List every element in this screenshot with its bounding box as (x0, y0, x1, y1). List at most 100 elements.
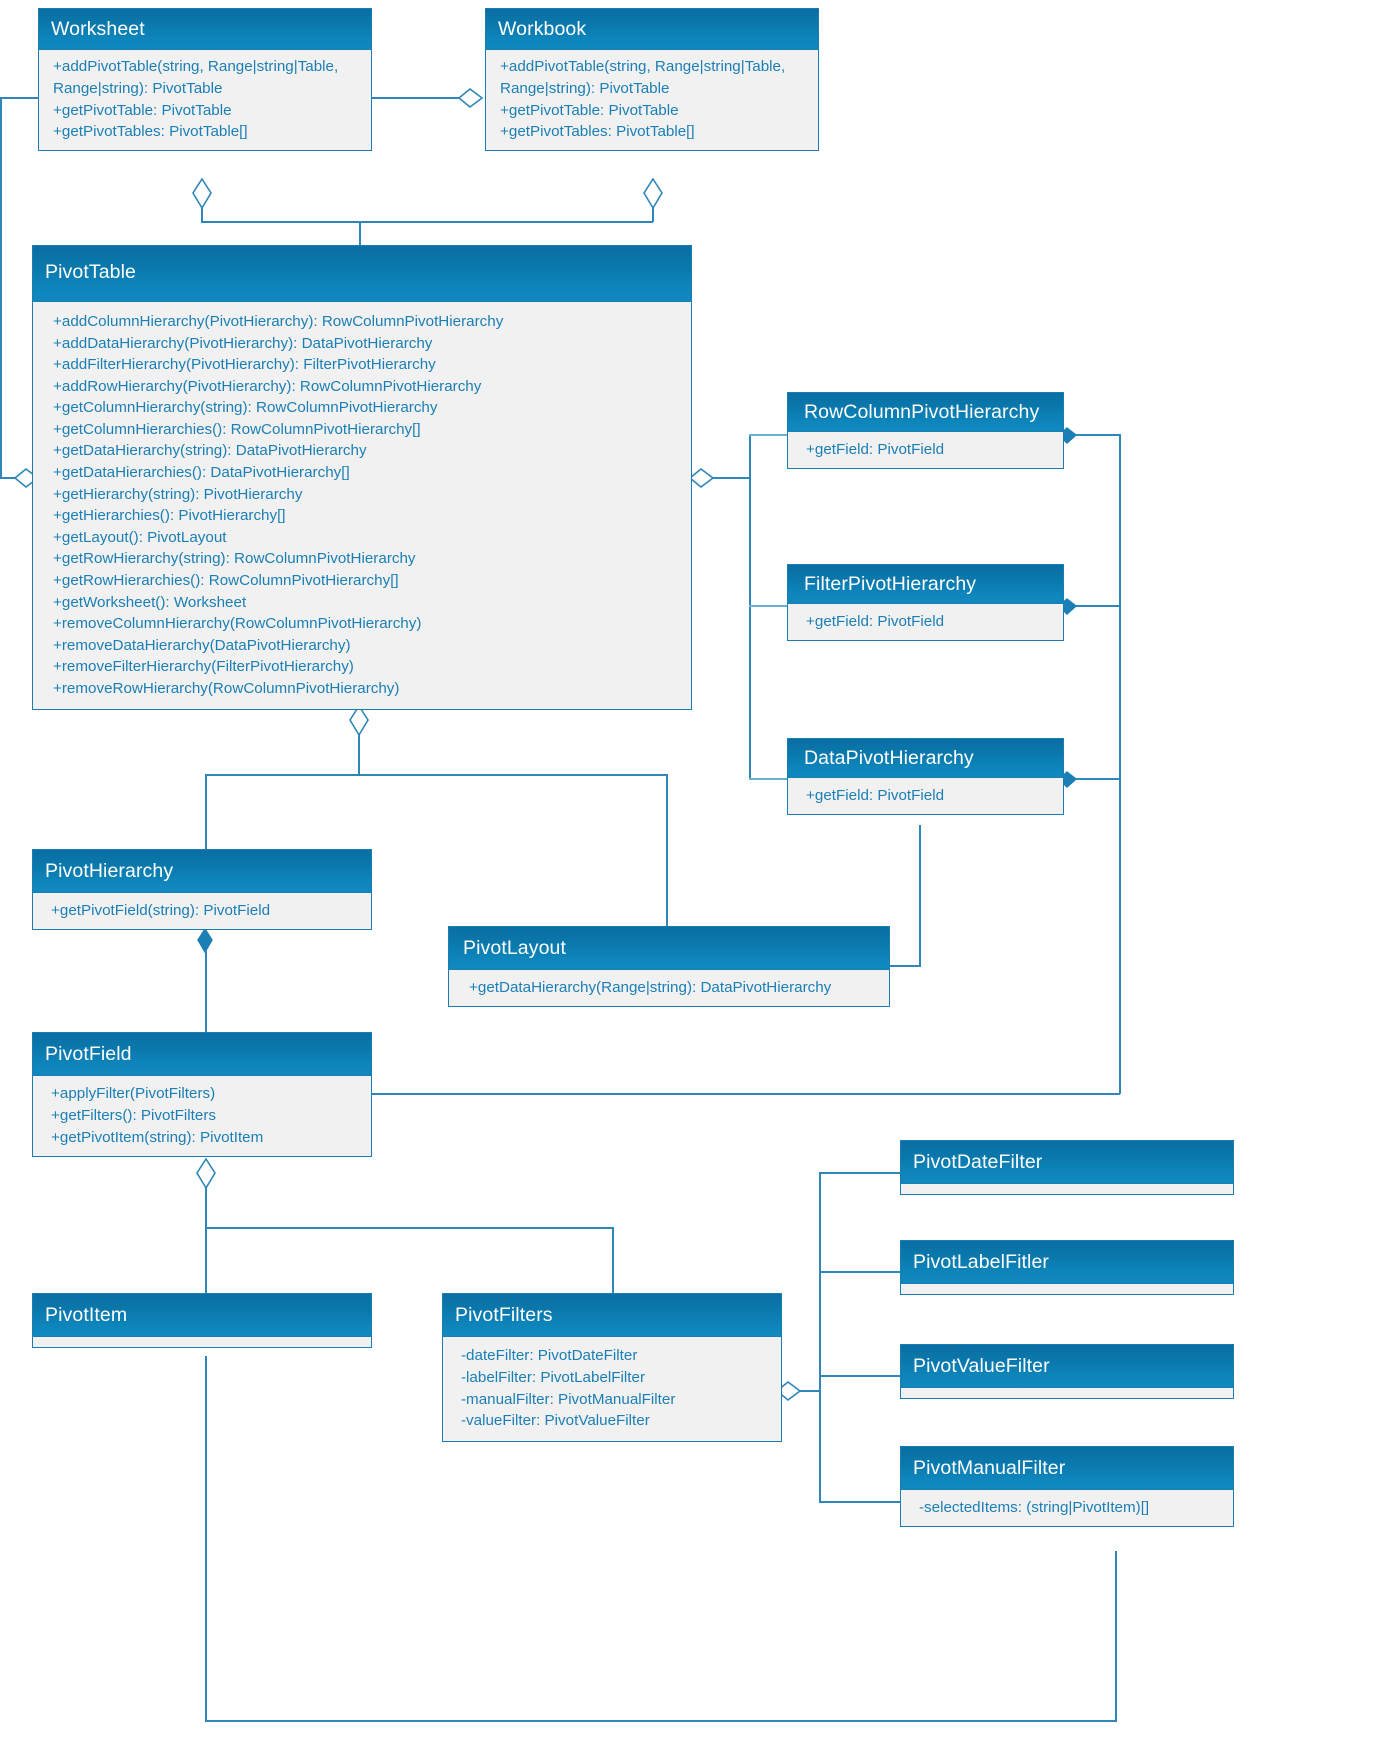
member: +removeRowHierarchy(RowColumnPivotHierar… (53, 679, 400, 697)
aggregation-diamond-workbook-bottom (643, 177, 663, 210)
connector-to-valuefilter (819, 1375, 901, 1377)
member: -selectedItems: (string|PivotItem)[] (919, 1499, 1150, 1517)
member: -labelFilter: PivotLabelFilter (461, 1369, 646, 1387)
member: +getHierarchies(): PivotHierarchy[] (53, 507, 286, 525)
member: +getHierarchy(string): PivotHierarchy (53, 485, 303, 503)
connector-to-manualfilter (819, 1501, 901, 1503)
member: +getRowHierarchy(string): RowColumnPivot… (53, 550, 416, 568)
member: +getPivotField(string): PivotField (51, 902, 271, 920)
class-pivothierarchy-title: PivotHierarchy (32, 849, 372, 894)
member: +getField: PivotField (806, 787, 945, 805)
connector-top-rail (201, 221, 653, 223)
connector-pivotfield-down (205, 1186, 207, 1228)
connector-workbook-down (652, 206, 654, 222)
class-pivotmanualfilter-members: -selectedItems: (string|PivotItem)[] (900, 1490, 1234, 1528)
member: +getField: PivotField (806, 613, 945, 631)
member: +addFilterHierarchy(PivotHierarchy): Fil… (53, 356, 436, 374)
member: -valueFilter: PivotValueFilter (461, 1412, 650, 1430)
member: +getFilters(): PivotFilters (51, 1107, 216, 1125)
connector-pivotfield-rail (205, 1227, 613, 1229)
connector-worksheet-left-stub (0, 97, 38, 99)
class-pivotitem[interactable]: PivotItem (32, 1293, 372, 1349)
class-datapivothierarchy[interactable]: DataPivotHierarchy +getField: PivotField (787, 738, 1064, 816)
class-worksheet[interactable]: Worksheet +addPivotTable(string, Range|s… (38, 8, 372, 151)
class-worksheet-members: +addPivotTable(string, Range|string|Tabl… (38, 50, 372, 151)
connector-pivottable-to-hierarchy-rail (713, 477, 750, 479)
class-pivotfield-title: PivotField (32, 1032, 372, 1077)
class-pivottable[interactable]: PivotTable +addColumnHierarchy(PivotHier… (32, 245, 692, 711)
connector-to-datefilter (819, 1172, 901, 1174)
class-pivotvaluefilter-title: PivotValueFilter (900, 1344, 1234, 1389)
class-pivotitem-title: PivotItem (32, 1293, 372, 1338)
member: +getPivotItem(string): PivotItem (51, 1128, 264, 1146)
class-pivotmanualfilter[interactable]: PivotManualFilter -selectedItems: (strin… (900, 1446, 1234, 1528)
member: +applyFilter(PivotFilters) (51, 1085, 216, 1103)
class-pivotdatefilter[interactable]: PivotDateFilter (900, 1140, 1234, 1196)
class-pivotdatefilter-title: PivotDateFilter (900, 1140, 1234, 1185)
connector-rowcolumn-to-field (1076, 434, 1120, 436)
class-datapivothierarchy-title: DataPivotHierarchy (787, 738, 1064, 779)
member: +getDataHierarchy(string): DataPivotHier… (53, 442, 367, 460)
aggregation-diamond-worksheet-bottom (192, 177, 212, 210)
member: +removeFilterHierarchy(FilterPivotHierar… (53, 658, 354, 676)
class-filterpivothierarchy[interactable]: FilterPivotHierarchy +getField: PivotFie… (787, 564, 1064, 642)
connector-filter-to-field (1076, 605, 1120, 607)
member: +addPivotTable(string, Range|string|Tabl… (53, 58, 339, 98)
connector-to-rowcolumn-hierarchy (749, 434, 789, 436)
class-pivotmanualfilter-title: PivotManualFilter (900, 1446, 1234, 1491)
class-worksheet-title: Worksheet (38, 8, 372, 51)
class-pivotlayout-members: +getDataHierarchy(Range|string): DataPiv… (448, 970, 890, 1008)
member: +getPivotTable: PivotTable (53, 101, 232, 119)
member: +addDataHierarchy(PivotHierarchy): DataP… (53, 334, 433, 352)
class-pivotlabelfilter-title: PivotLabelFitler (900, 1240, 1234, 1285)
class-pivotitem-members (32, 1337, 372, 1349)
connector-pivotlayout-to-datahierarchy (889, 965, 921, 967)
connector-manualfilter-down (1115, 1551, 1117, 1721)
connector-pivotlayout-up (919, 825, 921, 966)
member: +getPivotTable: PivotTable (500, 101, 679, 119)
aggregation-diamond-pivotfield-bottom (196, 1157, 216, 1190)
member: -dateFilter: PivotDateFilter (461, 1347, 638, 1365)
member: +getField: PivotField (806, 441, 945, 459)
member: +addRowHierarchy(PivotHierarchy): RowCol… (53, 377, 482, 395)
class-pivotdatefilter-members (900, 1184, 1234, 1196)
class-pivothierarchy-members: +getPivotField(string): PivotField (32, 893, 372, 931)
class-workbook[interactable]: Workbook +addPivotTable(string, Range|st… (485, 8, 819, 151)
member: +getColumnHierarchies(): RowColumnPivotH… (53, 420, 421, 438)
connector-worksheet-workbook (372, 97, 472, 99)
class-pivotvaluefilter[interactable]: PivotValueFilter (900, 1344, 1234, 1400)
class-rowcolumnpivothierarchy[interactable]: RowColumnPivotHierarchy +getField: Pivot… (787, 392, 1064, 470)
connector-left-rail (0, 97, 2, 478)
connector-rail-to-pivottable (359, 221, 361, 246)
connector-to-pivotfilters (612, 1227, 614, 1293)
member: +addPivotTable(string, Range|string|Tabl… (500, 58, 786, 98)
class-filterpivothierarchy-members: +getField: PivotField (787, 604, 1064, 642)
connector-to-pivotitem (205, 1227, 207, 1293)
class-filterpivothierarchy-title: FilterPivotHierarchy (787, 564, 1064, 605)
connector-left-to-pivottable (0, 477, 22, 479)
member: +getPivotTables: PivotTable[] (500, 123, 695, 141)
member: +getPivotTables: PivotTable[] (53, 123, 248, 141)
connector-data-to-field (1076, 778, 1120, 780)
member: +removeColumnHierarchy(RowColumnPivotHie… (53, 615, 422, 633)
class-datapivothierarchy-members: +getField: PivotField (787, 778, 1064, 816)
connector-to-labelfilter (819, 1271, 901, 1273)
member: +addColumnHierarchy(PivotHierarchy): Row… (53, 313, 504, 330)
aggregation-diamond-workbook (457, 87, 484, 109)
member: +getWorksheet(): Worksheet (53, 593, 247, 611)
class-workbook-members: +addPivotTable(string, Range|string|Tabl… (485, 50, 819, 151)
class-pivotfield[interactable]: PivotField +applyFilter(PivotFilters) +g… (32, 1032, 372, 1158)
class-rowcolumnpivothierarchy-members: +getField: PivotField (787, 432, 1064, 470)
member: +getRowHierarchies(): RowColumnPivotHier… (53, 571, 399, 589)
connector-to-data-hierarchy (749, 778, 789, 780)
class-pivothierarchy[interactable]: PivotHierarchy +getPivotField(string): P… (32, 849, 372, 931)
class-pivotfilters[interactable]: PivotFilters -dateFilter: PivotDateFilte… (442, 1293, 782, 1442)
class-pivotlabelfilter[interactable]: PivotLabelFitler (900, 1240, 1234, 1296)
class-pivotlayout-title: PivotLayout (448, 926, 890, 971)
connector-to-pivotlayout (666, 774, 668, 928)
class-pivotlabelfilter-members (900, 1284, 1234, 1296)
connector-worksheet-down (201, 206, 203, 222)
class-pivotlayout[interactable]: PivotLayout +getDataHierarchy(Range|stri… (448, 926, 890, 1008)
connector-manualfilter-to-pivotitem (205, 1720, 1117, 1722)
connector-lower-rail (205, 774, 667, 776)
